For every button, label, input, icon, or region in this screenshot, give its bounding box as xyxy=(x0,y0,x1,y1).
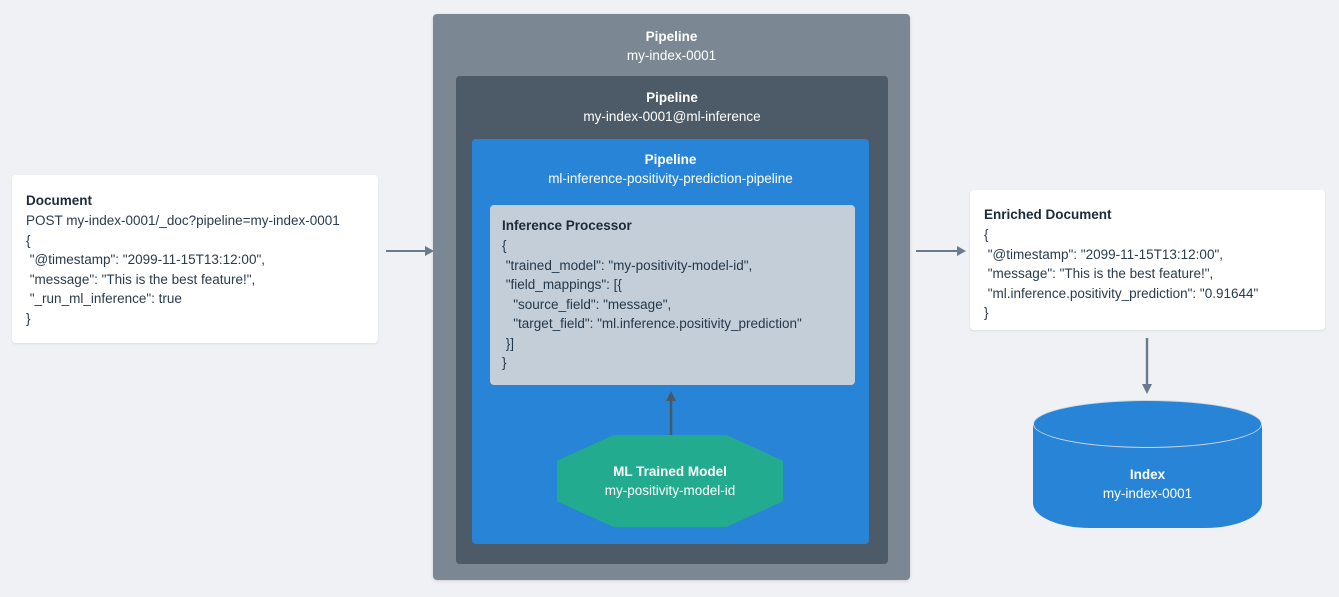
pipeline-inner: Pipeline ml-inference-positivity-predict… xyxy=(472,139,869,544)
enriched-line-0: { xyxy=(984,227,989,242)
pipeline-inner-name: ml-inference-positivity-prediction-pipel… xyxy=(548,171,793,186)
inference-processor-title: Inference Processor xyxy=(502,218,632,233)
enriched-line-2: "message": "This is the best feature!", xyxy=(984,266,1214,281)
arrow-enriched-to-index xyxy=(1140,338,1154,394)
pipeline-outer-label: Pipeline xyxy=(645,29,698,44)
index-label-group: Index my-index-0001 xyxy=(1033,465,1262,503)
document-line-1: "@timestamp": "2099-11-15T13:12:00", xyxy=(26,252,265,267)
processor-line-2: "field_mappings": [{ xyxy=(502,277,622,292)
enriched-line-3: "ml.inference.positivity_prediction": "0… xyxy=(984,285,1259,301)
pipeline-outer-name: my-index-0001 xyxy=(626,48,717,63)
pipeline-outer-header: Pipeline my-index-0001 xyxy=(433,28,910,65)
document-line-3: "_run_ml_inference": true xyxy=(26,291,182,306)
arrow-down-icon xyxy=(1142,338,1152,394)
pipeline-outer: Pipeline my-index-0001 Pipeline my-index… xyxy=(433,14,910,580)
arrow-up-icon xyxy=(666,391,676,435)
arrow-document-to-pipeline xyxy=(386,244,434,258)
index-label: Index xyxy=(1129,467,1166,482)
enriched-document-card: Enriched Document { "@timestamp": "2099-… xyxy=(970,190,1325,330)
arrow-model-to-processor xyxy=(664,391,678,435)
document-line-2: "message": "This is the best feature!", xyxy=(26,271,256,287)
ml-model-label: ML Trained Model xyxy=(613,464,727,479)
processor-line-1: "trained_model": "my-positivity-model-id… xyxy=(502,257,753,273)
document-card: Document POST my-index-0001/_doc?pipelin… xyxy=(12,175,378,343)
index-cylinder: Index my-index-0001 xyxy=(1033,400,1262,532)
pipeline-middle: Pipeline my-index-0001@ml-inference Pipe… xyxy=(456,76,888,564)
pipeline-inner-header: Pipeline ml-inference-positivity-predict… xyxy=(472,151,869,188)
arrow-right-icon xyxy=(916,246,966,256)
document-line-4: } xyxy=(26,310,31,326)
processor-line-4: "target_field": "ml.inference.positivity… xyxy=(502,316,802,331)
processor-line-0: { xyxy=(502,238,507,253)
enriched-document-title: Enriched Document xyxy=(984,207,1112,222)
enriched-line-4: } xyxy=(984,305,989,320)
inference-processor-card: Inference Processor { "trained_model": "… xyxy=(490,205,855,385)
processor-line-3: "source_field": "message", xyxy=(502,296,672,312)
index-name: my-index-0001 xyxy=(1102,486,1193,501)
pipeline-middle-header: Pipeline my-index-0001@ml-inference xyxy=(456,89,888,126)
document-request: POST my-index-0001/_doc?pipeline=my-inde… xyxy=(26,213,340,228)
processor-line-5: }] xyxy=(502,335,515,351)
enriched-line-1: "@timestamp": "2099-11-15T13:12:00", xyxy=(984,246,1223,262)
pipeline-middle-label: Pipeline xyxy=(646,90,698,105)
document-title: Document xyxy=(26,193,93,208)
processor-line-6: } xyxy=(502,355,507,370)
ml-model-name: my-positivity-model-id xyxy=(604,483,736,498)
document-line-0: { xyxy=(26,232,31,248)
pipeline-inner-label: Pipeline xyxy=(644,152,697,167)
arrow-right-icon xyxy=(386,246,434,256)
ml-trained-model-hexagon: ML Trained Model my-positivity-model-id xyxy=(557,435,783,527)
cylinder-top xyxy=(1033,400,1262,448)
pipeline-middle-name: my-index-0001@ml-inference xyxy=(583,109,761,124)
arrow-pipeline-to-enriched xyxy=(916,244,966,258)
